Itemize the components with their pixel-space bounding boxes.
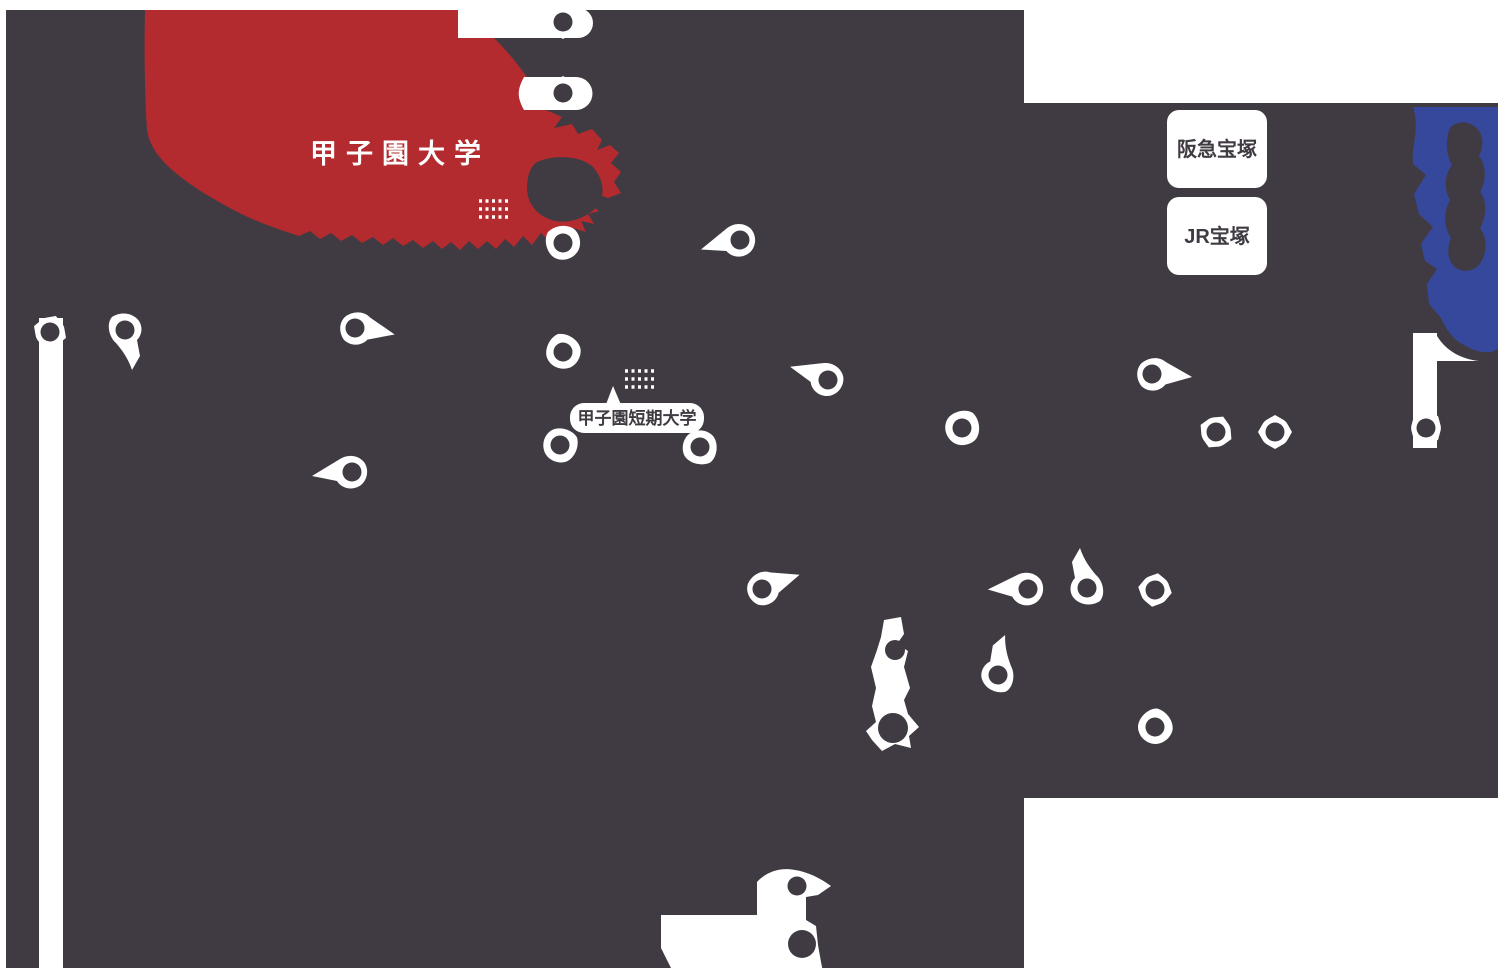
map-marker: [108, 313, 142, 370]
campus-area: [144, 10, 621, 250]
map-marker: [546, 5, 580, 39]
road-left: [39, 318, 63, 978]
jr-station-label: JR宝塚: [1184, 224, 1250, 248]
junior-college-bubble: 甲子園短期大学: [570, 386, 704, 433]
marker-node-icon: [1018, 579, 1038, 599]
junction-node-icon: [788, 930, 816, 958]
station-box-jr: JR宝塚: [1167, 197, 1267, 275]
map-marker: [1138, 708, 1173, 744]
markers-layer: [34, 5, 1441, 744]
hankyu-station-label: 阪急宝塚: [1177, 137, 1257, 161]
bubble-tail: [605, 386, 622, 407]
marker-node-icon: [1142, 364, 1162, 384]
map-marker: [747, 571, 800, 606]
map-marker: [546, 76, 580, 110]
marker-node-icon: [730, 230, 750, 250]
map-marker: [1138, 573, 1172, 607]
map-marker: [1070, 548, 1104, 605]
marker-node-icon: [1265, 422, 1285, 442]
marker-node-icon: [553, 342, 573, 362]
junction-node-icon: [787, 876, 807, 896]
map-marker: [700, 224, 756, 257]
marker-node-icon: [553, 233, 573, 253]
station-box-hankyu: 阪急宝塚: [1167, 110, 1267, 188]
map-marker: [682, 430, 717, 465]
map-base: [6, 10, 1498, 968]
marker-node-icon: [553, 12, 573, 32]
road-river-curve: [1437, 336, 1479, 361]
map-marker: [340, 312, 395, 345]
junior-college-label: 甲子園短期大学: [578, 408, 697, 428]
river-name-knockout: [1445, 122, 1486, 271]
map-marker: [1411, 413, 1441, 443]
marker-node-icon: [1416, 418, 1436, 438]
marker-node-icon: [1145, 717, 1165, 737]
tower-node-icon: [885, 640, 905, 660]
building-tower: [866, 617, 919, 751]
map-marker: [945, 410, 980, 446]
map-marker: [987, 572, 1044, 606]
marker-node-icon: [1206, 422, 1226, 442]
marker-node-icon: [818, 370, 838, 390]
marker-node-icon: [952, 418, 972, 438]
marker-node-icon: [752, 579, 772, 599]
crosswalk-icon: [625, 369, 657, 389]
campus-pond: [527, 157, 603, 222]
map-marker: [543, 428, 578, 463]
crosswalk-icon: [479, 199, 511, 219]
marker-node-icon: [40, 322, 60, 342]
map-marker: [34, 316, 66, 348]
marker-node-icon: [988, 665, 1008, 685]
map-marker: [545, 225, 581, 260]
map-marker: [981, 635, 1014, 693]
map-marker: [546, 333, 581, 369]
marker-node-icon: [550, 435, 570, 455]
map-marker: [1200, 416, 1232, 448]
marker-node-icon: [690, 437, 710, 457]
map-marker: [1137, 358, 1193, 391]
map-marker: [1258, 415, 1292, 449]
marker-node-icon: [345, 318, 365, 338]
map-marker: [312, 455, 368, 489]
marker-node-icon: [342, 462, 362, 482]
tower-node-icon: [878, 713, 908, 743]
marker-node-icon: [1145, 580, 1165, 600]
map-marker: [790, 363, 844, 396]
university-label: 甲子園大学: [310, 138, 490, 169]
marker-node-icon: [553, 83, 573, 103]
marker-node-icon: [115, 320, 135, 340]
marker-node-icon: [1077, 578, 1097, 598]
